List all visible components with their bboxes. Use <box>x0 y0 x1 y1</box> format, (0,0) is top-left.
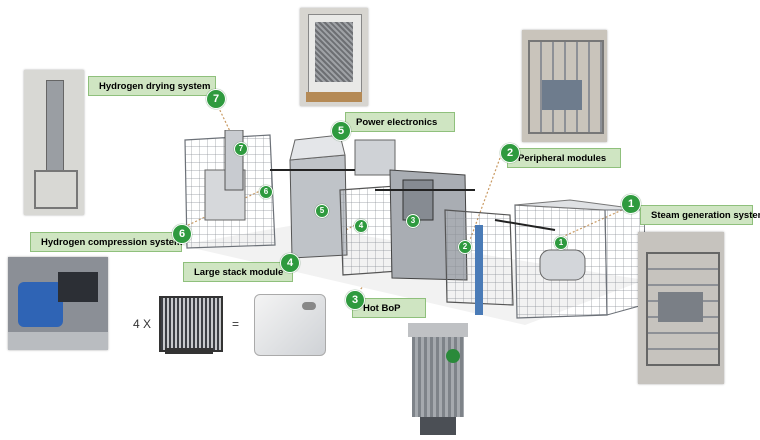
marker-large-stack-module: 4 <box>354 219 368 233</box>
peripheral-modules-label: Peripheral modules <box>507 148 621 168</box>
marker-hot-bop: 3 <box>406 214 420 228</box>
badge-hydrogen-compression: 6 <box>172 224 192 244</box>
badge-power-electronics: 5 <box>331 121 351 141</box>
power-electronics-photo <box>300 8 368 106</box>
hydrogen-drying-label: Hydrogen drying system <box>88 76 216 96</box>
stack-equals: = <box>232 317 240 331</box>
hydrogen-drying-photo <box>24 70 84 215</box>
badge-steam-generation: 1 <box>621 194 641 214</box>
power-electronics-label: Power electronics <box>345 112 455 132</box>
hydrogen-compression-label: Hydrogen compression system <box>30 232 183 252</box>
badge-hot-bop: 3 <box>345 290 365 310</box>
marker-power-electronics: 5 <box>315 204 329 218</box>
steam-generation-label: Steam generation system <box>640 205 760 225</box>
badge-hydrogen-drying: 7 <box>206 89 226 109</box>
badge-large-stack-module: 4 <box>280 253 300 273</box>
marker-peripheral-modules: 2 <box>458 240 472 254</box>
peripheral-modules-photo <box>522 30 607 142</box>
single-stack-image <box>155 292 225 358</box>
large-stack-module-label: Large stack module <box>183 262 293 282</box>
steam-generation-photo <box>638 232 724 384</box>
badge-peripheral-modules: 2 <box>500 143 520 163</box>
marker-steam-generation: 1 <box>554 236 568 250</box>
large-stack-module-image <box>250 288 330 363</box>
marker-hydrogen-compression: 6 <box>259 185 273 199</box>
hydrogen-compression-photo <box>8 257 108 350</box>
marker-hydrogen-drying: 7 <box>234 142 248 156</box>
hot-bop-photo <box>400 323 475 435</box>
hot-bop-label: Hot BoP <box>352 298 426 318</box>
stack-multiplier: 4 X <box>133 317 152 331</box>
